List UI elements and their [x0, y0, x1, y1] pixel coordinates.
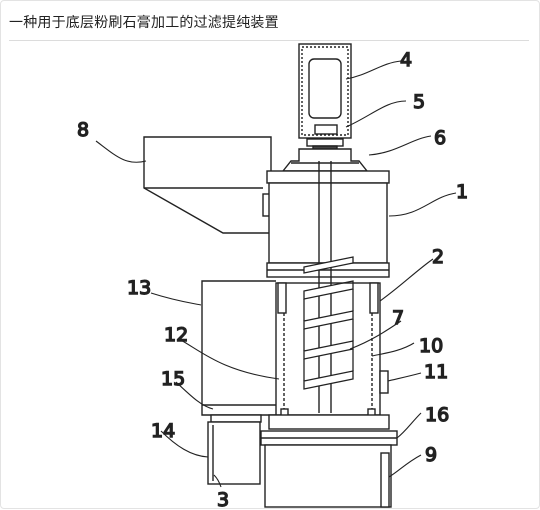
label-9: 9 — [425, 444, 437, 466]
motor-mount — [281, 148, 369, 172]
label-4: 4 — [400, 49, 412, 71]
motor — [298, 43, 352, 139]
label-3: 3 — [217, 489, 229, 510]
filter-barrel — [275, 282, 381, 418]
label-16: 16 — [425, 404, 449, 426]
label-8: 8 — [77, 119, 89, 141]
collection-box — [201, 280, 276, 416]
label-7: 7 — [392, 307, 404, 329]
label-12: 12 — [164, 324, 188, 346]
label-11: 11 — [424, 361, 448, 383]
leader-lines — [95, 60, 457, 488]
label-15: 15 — [161, 368, 185, 390]
base-plate — [260, 414, 398, 446]
label-6: 6 — [434, 127, 446, 149]
label-1: 1 — [456, 181, 468, 203]
upper-chamber — [266, 170, 390, 278]
screw-conveyor — [303, 256, 354, 390]
collection-drawer — [207, 414, 262, 485]
side-outlet — [379, 370, 389, 394]
label-2: 2 — [432, 246, 444, 268]
support-frame — [264, 444, 392, 508]
label-13: 13 — [127, 277, 151, 299]
page-title: 一种用于底层粉刷石膏加工的过滤提纯装置 — [9, 15, 279, 31]
label-5: 5 — [413, 91, 425, 113]
title-divider — [9, 40, 529, 41]
feed-hopper — [143, 136, 274, 234]
label-10: 10 — [419, 335, 443, 357]
label-14: 14 — [151, 420, 175, 442]
